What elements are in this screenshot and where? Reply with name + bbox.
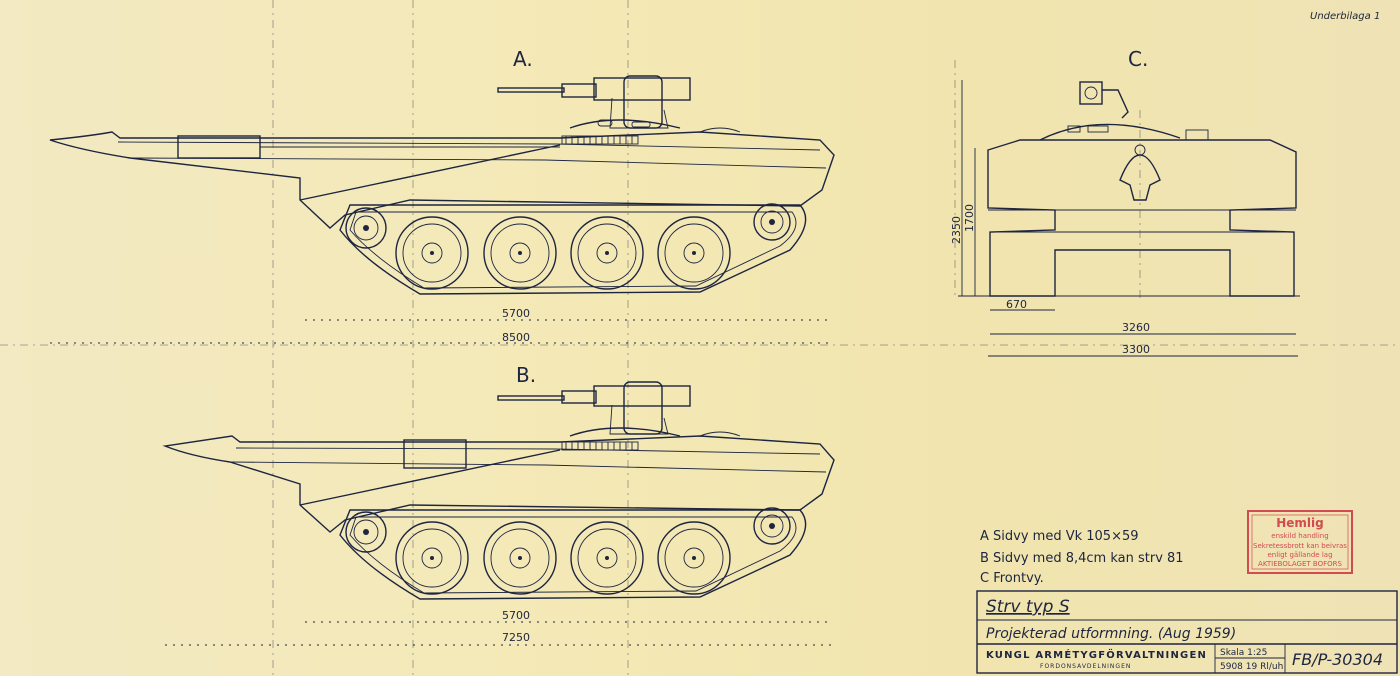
front-view-c: C. 2350 1700 670 3260 3300 xyxy=(950,47,1300,357)
side-view-b: B. 5700 7250 xyxy=(162,363,835,646)
view-a-dim-inner: 5700 xyxy=(502,307,530,320)
view-a-label: A. xyxy=(513,47,533,71)
stamp-line-2: Sekretessbrott kan beivras xyxy=(1253,542,1347,550)
legend-item-a: A Sidvy med Vk 105×59 xyxy=(980,529,1139,544)
legend-item-b: B Sidvy med 8,4cm kan strv 81 xyxy=(980,551,1184,566)
road-wheels-b xyxy=(345,507,791,595)
corner-note: Underbilaga 1 xyxy=(1310,11,1380,22)
legend: A Sidvy med Vk 105×59 B Sidvy med 8,4cm … xyxy=(980,529,1184,586)
view-c-dim-height-hull: 1700 xyxy=(963,204,976,232)
drawing-subtitle: Projekterad utformning. (Aug 1959) xyxy=(986,626,1236,642)
stamp-line-4: AKTIEBOLAGET BOFORS xyxy=(1258,560,1342,568)
drawing-number: FB/P-30304 xyxy=(1292,650,1383,669)
secrecy-stamp: Hemlig enskild handling Sekretessbrott k… xyxy=(1247,510,1353,574)
drawing-date: 5908 19 Rl/uh xyxy=(1220,662,1283,672)
scale: Skala 1:25 xyxy=(1220,648,1267,658)
view-c-dim-width-hull: 3260 xyxy=(1122,321,1150,334)
view-c-dim-height-total: 2350 xyxy=(950,216,963,244)
view-b-dim-outer: 7250 xyxy=(502,631,530,644)
drawing-title: Strv typ S xyxy=(986,597,1070,617)
view-c-dim-track: 670 xyxy=(1006,298,1027,311)
view-b-dim-inner: 5700 xyxy=(502,609,530,622)
view-c-label: C. xyxy=(1128,47,1148,71)
road-wheels-a xyxy=(345,203,791,290)
view-c-dim-width-total: 3300 xyxy=(1122,343,1150,356)
title-block: Strv typ S Projekterad utformning. (Aug … xyxy=(976,590,1398,674)
view-b-label: B. xyxy=(516,363,536,387)
department: FORDONSAVDELNINGEN xyxy=(1040,663,1131,670)
side-view-a: A. 5700 85 xyxy=(49,47,835,344)
legend-item-c: C Frontvy. xyxy=(980,571,1044,586)
view-a-dim-outer: 8500 xyxy=(502,331,530,344)
stamp-line-3: enligt gällande lag xyxy=(1267,551,1332,559)
stamp-title: Hemlig xyxy=(1276,516,1324,530)
organization: KUNGL ARMÉTYGFÖRVALTNINGEN xyxy=(986,647,1207,661)
stamp-line-1: enskild handling xyxy=(1271,532,1328,540)
